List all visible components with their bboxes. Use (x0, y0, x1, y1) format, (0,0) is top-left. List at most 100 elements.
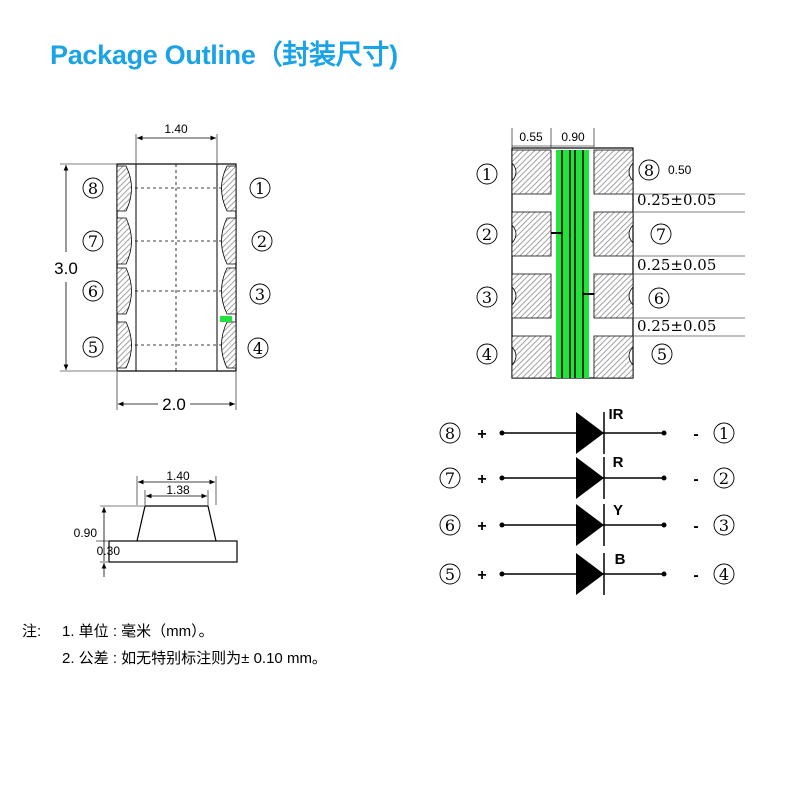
svg-text:7: 7 (656, 225, 666, 244)
svg-text:1: 1 (482, 165, 492, 184)
pad-pin-left-1: 1 (476, 163, 498, 185)
dim-spacing-2: 0.25±0.05 (637, 256, 716, 274)
circuit-plus: + (477, 518, 486, 535)
note-tolerance: 2. 公差 : 如无特别标注则为± 0.10 mm。 (62, 650, 327, 667)
led-y-diode (576, 504, 604, 546)
pad-left-3 (511, 273, 552, 319)
svg-text:6: 6 (654, 289, 664, 308)
circuit-plus: + (477, 471, 486, 488)
castellation-3 (221, 267, 237, 315)
led-label: B (615, 551, 626, 568)
svg-text:8: 8 (88, 179, 98, 198)
dim-top-width: 1.40 (164, 122, 188, 136)
svg-text:3: 3 (255, 285, 265, 304)
led-label: R (613, 454, 624, 471)
top-pin-left-6: 6 (82, 280, 104, 302)
svg-text:3: 3 (482, 288, 492, 307)
note-unit: 1. 单位 : 毫米（mm）。 (62, 623, 214, 640)
led-label: IR (609, 406, 624, 423)
dim-spacing-1: 0.25±0.05 (637, 191, 716, 209)
dim-spacing-3: 0.25±0.05 (637, 317, 716, 335)
svg-text:2: 2 (482, 225, 492, 244)
dim-bottom-width: 2.0 (162, 395, 186, 414)
top-view-body (116, 163, 237, 372)
note-prefix: 注: (22, 623, 42, 640)
dim-side-height: 0.90 (74, 526, 98, 540)
circuit-anode-pin: 8 (445, 424, 455, 443)
circuit-diagram: 8 + IR - 1 7 + R - 2 (439, 406, 735, 595)
svg-text:2: 2 (257, 232, 267, 251)
circuit-row-r: 7 + R - 2 (439, 454, 735, 499)
top-pin-right-1: 1 (249, 177, 271, 199)
circuit-row-ir: 8 + IR - 1 (439, 406, 735, 454)
castellation-4 (221, 321, 237, 369)
dim-gap-width: 0.90 (561, 130, 585, 144)
pad-left-2 (511, 211, 552, 257)
led-b-diode (576, 553, 604, 595)
page-title: Package Outline（封装尺寸) (50, 40, 398, 70)
svg-text:4: 4 (482, 345, 492, 364)
pad-right-6 (593, 273, 634, 319)
dim-pad-width: 0.55 (519, 130, 543, 144)
circuit-cathode-pin: 4 (719, 565, 729, 584)
pad-left-1 (511, 149, 552, 195)
dim-pad-height: 0.50 (668, 163, 692, 177)
svg-text:5: 5 (88, 338, 98, 357)
castellation-7 (116, 217, 132, 265)
castellation-2 (221, 217, 237, 265)
svg-text:5: 5 (657, 345, 667, 364)
circuit-anode-pin: 7 (445, 469, 455, 488)
top-view: 8 7 6 5 1 2 3 4 1.40 3.0 2.0 (54, 122, 273, 414)
pad-layout: 0.55 0.90 0.50 0.25±0.05 0.25±0.05 0.25±… (476, 128, 745, 379)
top-pin-left-7: 7 (82, 230, 104, 252)
dim-side-base: 0.30 (97, 544, 121, 558)
pad-pin-right-6: 6 (648, 287, 670, 309)
pad-right-7 (593, 211, 634, 257)
castellation-8 (116, 165, 132, 212)
top-pin-right-2: 2 (251, 230, 273, 252)
svg-text:8: 8 (644, 161, 654, 180)
pad-pin-left-4: 4 (476, 343, 498, 365)
circuit-minus: - (693, 471, 698, 488)
notes: 注: 1. 单位 : 毫米（mm）。 2. 公差 : 如无特别标注则为± 0.10… (22, 618, 327, 672)
circuit-plus: + (477, 567, 486, 584)
top-pin-left-5: 5 (82, 336, 104, 358)
circuit-minus: - (693, 567, 698, 584)
side-view-base (108, 540, 238, 563)
top-pin-left-8: 8 (82, 177, 104, 199)
note-line-2: 2. 公差 : 如无特别标注则为± 0.10 mm。 (22, 645, 327, 672)
pad-center-strip (556, 150, 589, 378)
led-r-diode (576, 457, 604, 499)
svg-text:7: 7 (88, 232, 98, 251)
side-view-lens (136, 505, 217, 542)
pad-pin-right-5: 5 (651, 343, 673, 365)
dim-side-outer: 1.40 (166, 469, 190, 483)
pad-pin-right-7: 7 (650, 223, 672, 245)
pad-right-8 (593, 149, 634, 195)
led-label: Y (613, 502, 623, 519)
castellation-6 (116, 267, 132, 315)
pad-left-4 (511, 335, 552, 379)
pad-pin-right-8: 8 (638, 159, 660, 181)
dim-height: 3.0 (54, 259, 78, 278)
side-view: 1.40 1.38 0.90 0.30 (74, 469, 238, 577)
circuit-minus: - (693, 518, 698, 535)
led-ir-diode (576, 412, 604, 454)
svg-text:6: 6 (88, 282, 98, 301)
circuit-cathode-pin: 2 (719, 469, 729, 488)
circuit-cathode-pin: 3 (719, 516, 729, 535)
circuit-anode-pin: 6 (445, 516, 455, 535)
circuit-plus: + (477, 426, 486, 443)
pad-pin-left-3: 3 (476, 286, 498, 308)
svg-text:4: 4 (253, 339, 263, 358)
castellation-1 (221, 165, 237, 212)
pad-right-5 (593, 335, 634, 379)
svg-text:1: 1 (255, 179, 265, 198)
top-pin-right-3: 3 (249, 283, 271, 305)
circuit-cathode-pin: 1 (719, 424, 729, 443)
note-line-1: 注: 1. 单位 : 毫米（mm）。 (22, 618, 327, 645)
circuit-row-y: 6 + Y - 3 (439, 502, 735, 546)
top-pin-right-4: 4 (247, 337, 269, 359)
pad-pin-left-2: 2 (476, 223, 498, 245)
